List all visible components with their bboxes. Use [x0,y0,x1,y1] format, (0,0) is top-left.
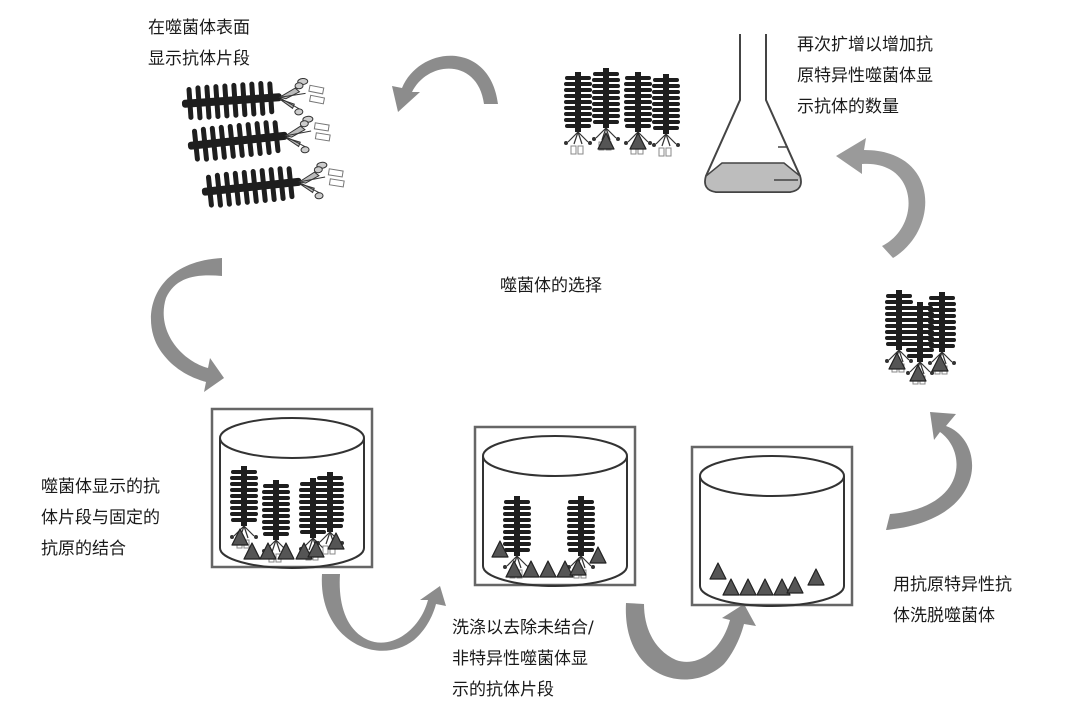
cycle-arrow-top [392,55,498,112]
eluted-phages-illustration [883,288,958,386]
label-line: 显示抗体片段 [148,49,250,69]
wash-well [473,425,637,587]
label-line: 抗原的结合 [41,539,126,559]
cycle-arrow-right-upper [836,138,926,258]
label-line: 体片段与固定的 [41,508,160,528]
label-elute-step: 用抗原特异性抗 体洗脱噬菌体 [893,570,1012,632]
label-line: 再次扩增以增加抗 [797,35,933,55]
label-display-step: 在噬菌体表面 显示抗体片段 [148,13,250,75]
flask-icon [704,34,802,193]
phage-display-illustration [181,77,346,211]
amplified-phages-illustration [562,66,682,158]
elution-well [690,445,854,607]
cycle-arrow-left [150,258,224,392]
label-binding-step: 噬菌体显示的抗 体片段与固定的 抗原的结合 [41,472,160,565]
label-line: 非特异性噬菌体显 [452,649,588,669]
label-line: 洗涤以去除未结合/ [452,618,594,638]
label-line: 原特异性噬菌体显 [797,66,933,86]
label-wash-step: 洗涤以去除未结合/ 非特异性噬菌体显 示的抗体片段 [452,613,594,706]
label-amplify-step: 再次扩增以增加抗 原特异性噬菌体显 示抗体的数量 [797,30,933,123]
label-line: 用抗原特异性抗 [893,575,1012,595]
label-line: 在噬菌体表面 [148,18,250,38]
cycle-arrow-bottom-2 [625,603,756,680]
label-line: 示的抗体片段 [452,680,554,700]
binding-well [210,407,374,569]
label-line: 示抗体的数量 [797,97,899,117]
cycle-arrow-bottom-1 [321,574,446,651]
label-line: 噬菌体显示的抗 [41,477,160,497]
label-line: 体洗脱噬菌体 [893,606,995,626]
diagram-title: 噬菌体的选择 [500,276,602,296]
cycle-arrow-right-lower [886,412,973,530]
